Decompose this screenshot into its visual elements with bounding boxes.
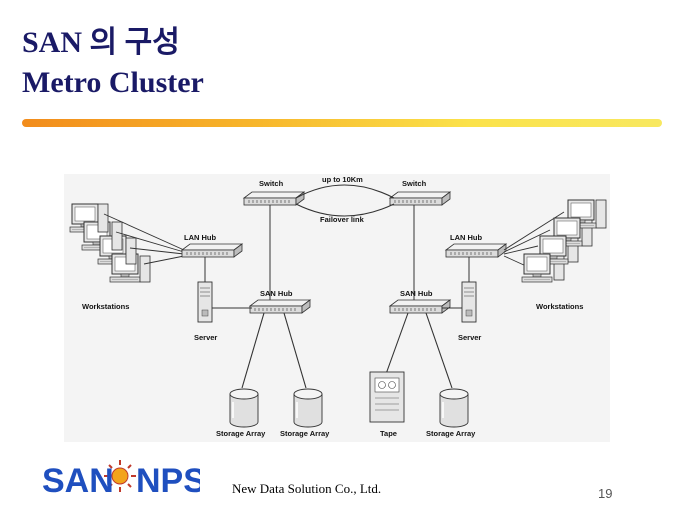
san-hub-left-icon — [249, 299, 311, 314]
storage-array-3-label: Storage Array — [426, 429, 476, 438]
switch-left-label: Switch — [259, 179, 284, 188]
storage-array-1-label: Storage Array — [216, 429, 266, 438]
server-right-icon — [461, 281, 477, 323]
tape-icon — [369, 371, 405, 423]
sun-icon — [104, 460, 136, 492]
server-left-icon — [197, 281, 213, 323]
lan-hub-left-icon — [181, 243, 243, 258]
lan-hub-right-icon — [445, 243, 507, 258]
logo-left-text: SAN — [42, 462, 114, 500]
san-hub-right-icon — [389, 299, 451, 314]
title-divider — [22, 119, 662, 127]
workstations-left-label: Workstations — [82, 302, 129, 311]
logo-right-text: NPS — [136, 462, 200, 500]
workstations-left-group — [69, 203, 151, 283]
storage-array-2-label: Storage Array — [280, 429, 330, 438]
company-logo: SAN NPS — [40, 446, 206, 502]
workstations-right-label: Workstations — [536, 302, 583, 311]
server-right-label: Server — [458, 333, 481, 342]
storage-array-1-icon — [229, 388, 259, 428]
switch-left-icon — [243, 191, 305, 206]
storage-array-3-icon — [439, 388, 469, 428]
failover-link-label: Failover link — [320, 215, 365, 224]
switch-right-icon — [389, 191, 451, 206]
san-hub-left-label: SAN Hub — [260, 289, 293, 298]
lan-hub-right-label: LAN Hub — [450, 233, 482, 242]
san-hub-right-label: SAN Hub — [400, 289, 433, 298]
slide-title-line2: Metro Cluster — [22, 66, 204, 99]
page-number: 19 — [598, 486, 613, 501]
slide-title-line1: SAN 의 구성 — [22, 26, 180, 59]
lan-hub-left-label: LAN Hub — [184, 233, 216, 242]
metro-cluster-diagram: Workstations LAN Hub Server Switch Switc… — [64, 174, 610, 442]
footer-company-name: New Data Solution Co., Ltd. — [232, 481, 382, 496]
storage-array-2-icon — [293, 388, 323, 428]
server-left-label: Server — [194, 333, 217, 342]
link-distance-label: up to 10Km — [322, 175, 363, 184]
tape-label: Tape — [380, 429, 397, 438]
workstations-right-group — [521, 199, 607, 283]
switch-right-label: Switch — [402, 179, 427, 188]
